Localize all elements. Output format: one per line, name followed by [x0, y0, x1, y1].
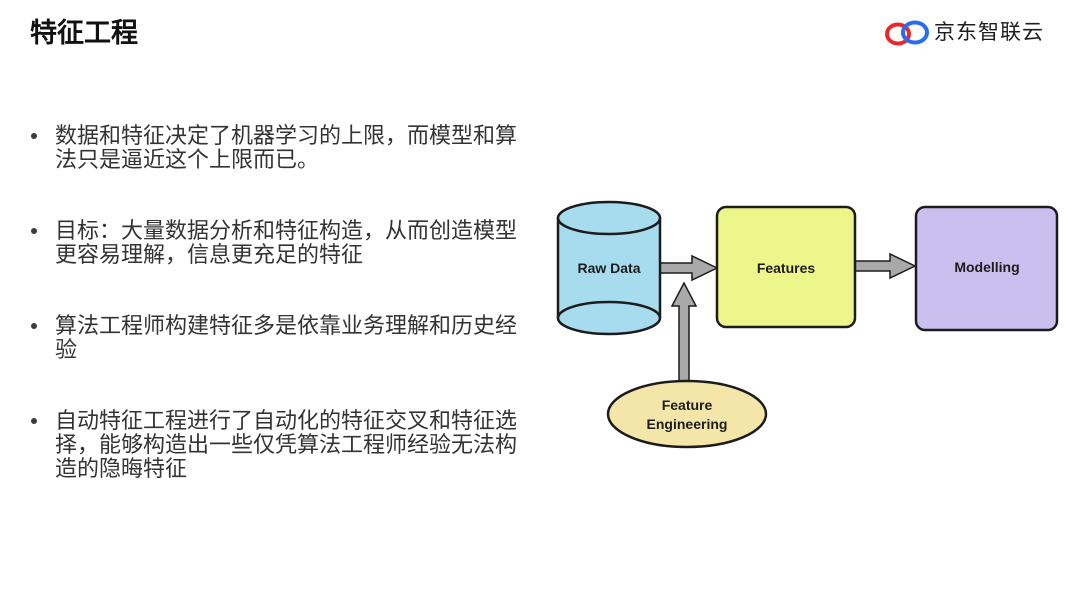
bullet-dot [31, 133, 37, 139]
logo-red-ring [885, 22, 911, 46]
bullet-dot [31, 323, 37, 329]
features-label: Features [757, 260, 816, 276]
logo-blue-ring [901, 20, 929, 45]
feature-engineering-ellipse [606, 379, 768, 449]
bullet-item: 自动特征工程进行了自动化的特征交叉和特征选择，能够构造出一些仅凭算法工程师经验无… [0, 409, 540, 504]
raw-data-cylinder-top [556, 200, 662, 236]
bullet-text: 自动特征工程进行了自动化的特征交叉和特征选择，能够构造出一些仅凭算法工程师经验无… [55, 408, 518, 481]
raw-data-label: Raw Data [577, 260, 640, 276]
bullet-dot [31, 418, 37, 424]
raw-data-node: Raw Data [556, 200, 662, 336]
bullet-text: 算法工程师构建特征多是依靠业务理解和历史经验 [55, 313, 518, 362]
arrow-raw-data-to-features [659, 254, 719, 282]
feature-engineering-label-line-1: Feature [662, 397, 713, 413]
features-node: Features [715, 205, 857, 329]
bullet-item: 数据和特征决定了机器学习的上限，而模型和算法只是逼近这个上限而已。 [0, 124, 540, 219]
raw-data-cylinder-bottom-rim [556, 300, 662, 319]
jd-cloud-logo-icon [885, 20, 929, 46]
raw-data-cylinder-body [556, 216, 662, 336]
arrow-feature-engineering-up [670, 281, 698, 389]
logo-text: 京东智联云 [934, 21, 1044, 44]
features-box [715, 205, 857, 329]
modelling-box [914, 205, 1059, 332]
modelling-label: Modelling [954, 259, 1019, 275]
feature-engineering-node: Feature Engineering [606, 379, 768, 449]
feature-engineering-diagram: Raw Data Features Modelling Feature Engi… [556, 200, 1059, 449]
feature-engineering-label-line-2: Engineering [647, 416, 728, 432]
bullet-dot [31, 228, 37, 234]
slide-title: 特征工程 [30, 18, 138, 48]
bullet-item: 目标：大量数据分析和特征构造，从而创造模型更容易理解，信息更充足的特征 [0, 219, 540, 314]
arrow-features-to-modelling [854, 252, 917, 280]
bullet-text: 数据和特征决定了机器学习的上限，而模型和算法只是逼近这个上限而已。 [55, 123, 518, 172]
bullet-text: 目标：大量数据分析和特征构造，从而创造模型更容易理解，信息更充足的特征 [55, 218, 518, 267]
brand-logo: 京东智联云 [884, 19, 1044, 47]
modelling-node: Modelling [914, 205, 1059, 332]
bullet-list: 数据和特征决定了机器学习的上限，而模型和算法只是逼近这个上限而已。 目标：大量数… [0, 124, 540, 504]
bullet-item: 算法工程师构建特征多是依靠业务理解和历史经验 [0, 314, 540, 409]
